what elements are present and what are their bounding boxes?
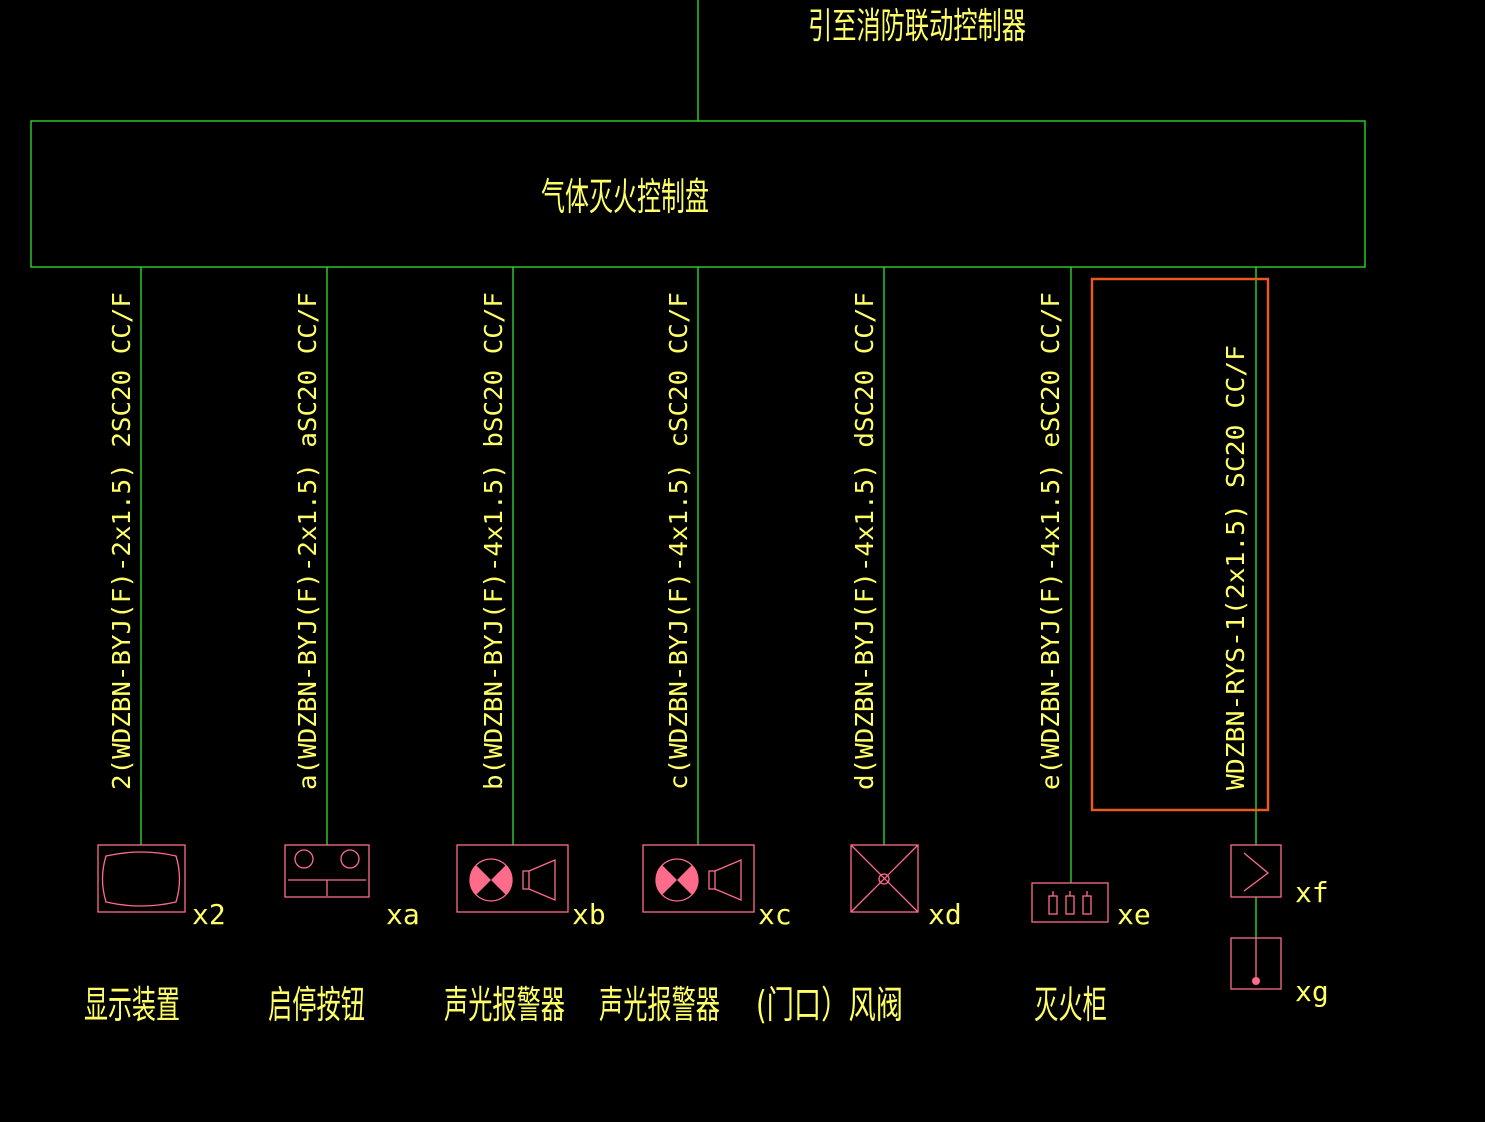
device-tag-xa: xa — [386, 898, 420, 931]
device-name-damper: (门口）风阀 — [756, 983, 903, 1027]
device-name-start-stop: 启停按钮 — [268, 983, 365, 1027]
device-tag-xe: xe — [1117, 898, 1151, 931]
cable-label-a: a(WDZBN-BYJ(F)-2x1.5) aSC20 CC/F — [293, 292, 322, 790]
solenoid-valve-icon — [1230, 937, 1282, 990]
cable-label-c: c(WDZBN-BYJ(F)-4x1.5) cSC20 CC/F — [664, 292, 693, 790]
device-name-cabinet: 灭火柜 — [1034, 983, 1107, 1027]
device-name-alarm-c: 声光报警器 — [599, 983, 720, 1027]
damper-icon — [850, 844, 919, 913]
cable-label-e: e(WDZBN-BYJ(F)-4x1.5) eSC20 CC/F — [1036, 292, 1065, 790]
highlight-box — [1090, 277, 1270, 812]
fire-linkage-controller-label: 引至消防联动控制器 — [808, 6, 1026, 47]
cable-label-b: b(WDZBN-BYJ(F)-4x1.5) bSC20 CC/F — [479, 292, 508, 790]
device-tag-xd: xd — [928, 898, 962, 931]
device-name-alarm-b: 声光报警器 — [444, 983, 565, 1027]
control-panel-label: 气体灭火控制盘 — [541, 175, 709, 219]
extinguishing-cabinet-icon — [1031, 882, 1109, 923]
device-tag-xb: xb — [572, 898, 606, 931]
device-tag-xf: xf — [1295, 876, 1329, 909]
audible-visual-alarm-icon — [456, 844, 569, 913]
cable-label-2: 2(WDZBN-BYJ(F)-2x1.5) 2SC20 CC/F — [107, 292, 136, 790]
device-tag-xg: xg — [1295, 975, 1329, 1008]
cable-label-d: d(WDZBN-BYJ(F)-4x1.5) dSC20 CC/F — [850, 292, 879, 790]
start-stop-button-icon — [284, 844, 370, 898]
pressure-switch-icon — [1230, 844, 1282, 898]
device-tag-x2: x2 — [192, 898, 226, 931]
cable-label-f: WDZBN-RYS-1(2x1.5) SC20 CC/F — [1221, 345, 1250, 790]
audible-visual-alarm-icon — [642, 844, 755, 913]
device-tag-xc: xc — [758, 898, 792, 931]
device-name-display: 显示装置 — [84, 983, 180, 1027]
display-unit-icon — [97, 844, 186, 913]
